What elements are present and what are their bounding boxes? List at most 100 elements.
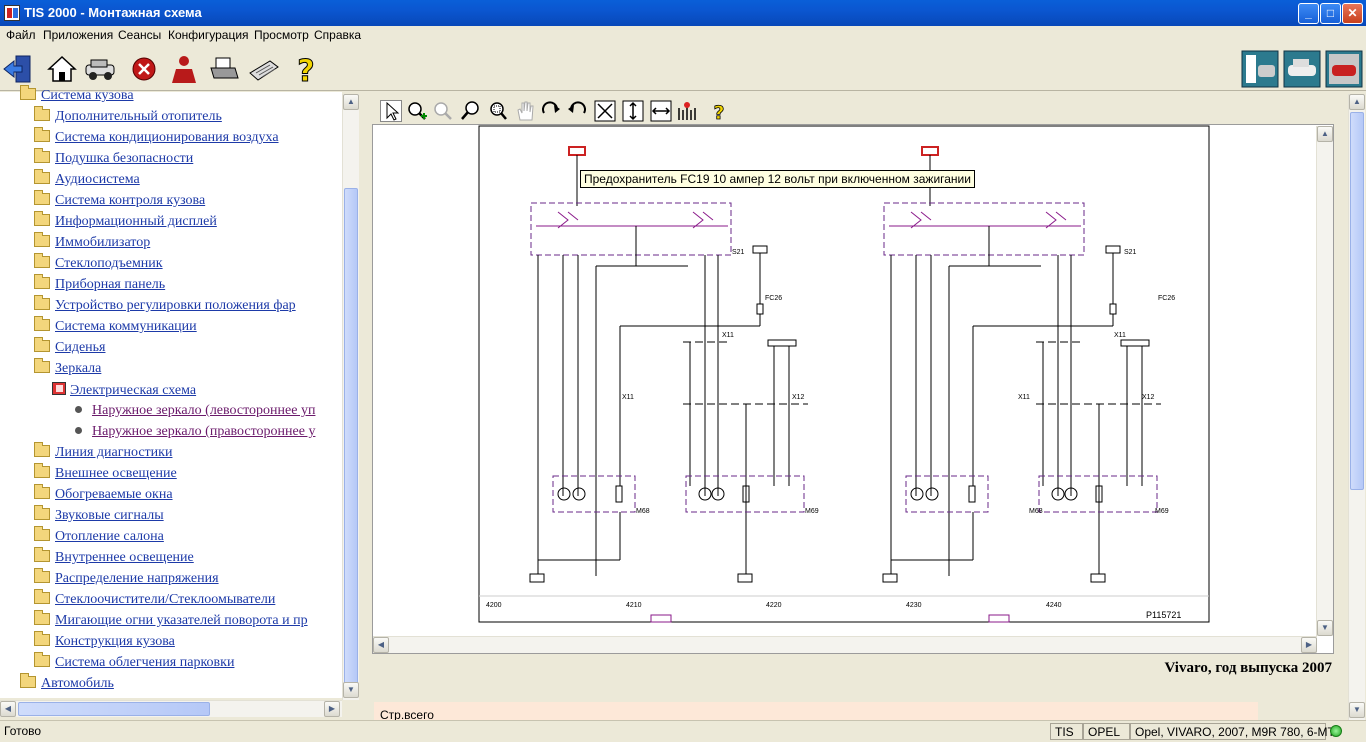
tree-item-category[interactable]: Внешнее освещение bbox=[34, 463, 177, 486]
menu-view[interactable]: Просмотр bbox=[254, 28, 309, 42]
help-icon[interactable]: ? bbox=[290, 53, 322, 90]
diagram-scroll-down-button[interactable]: ▼ bbox=[1317, 620, 1333, 636]
fuse-fc19-highlight[interactable] bbox=[568, 146, 586, 156]
minimize-button[interactable]: _ bbox=[1298, 3, 1319, 24]
tree-item-label[interactable]: Звуковые сигналы bbox=[55, 508, 164, 523]
tree-item-label[interactable]: Система облегчения парковки bbox=[55, 655, 235, 670]
tree-item-label[interactable]: Стеклоочистители/Стеклоомыватели bbox=[55, 592, 276, 607]
diagram-scroll-up-button[interactable]: ▲ bbox=[1317, 126, 1333, 142]
tree-scroll-left-button[interactable]: ◀ bbox=[0, 701, 16, 717]
tree-vertical-scrollbar[interactable]: ▲ ▼ bbox=[342, 94, 359, 700]
maximize-button[interactable]: □ bbox=[1320, 3, 1341, 24]
menu-applications[interactable]: Приложения bbox=[43, 28, 114, 42]
tree-item-label[interactable]: Подушка безопасности bbox=[55, 151, 194, 166]
tree-item-label[interactable]: Приборная панель bbox=[55, 277, 166, 292]
tree-item-category[interactable]: Стеклоподъемник bbox=[34, 253, 163, 276]
fit-width-icon[interactable] bbox=[650, 100, 672, 122]
zoom-icon[interactable] bbox=[460, 100, 482, 122]
tree-item-category[interactable]: Конструкция кузова bbox=[34, 631, 175, 654]
tree-item-label[interactable]: Стеклоподъемник bbox=[55, 256, 163, 271]
diagram-scroll-left-button[interactable]: ◀ bbox=[373, 637, 389, 653]
tree-item-label[interactable]: Наружное зеркало (правостороннее у bbox=[92, 424, 316, 439]
tree-item-category[interactable]: Информационный дисплей bbox=[34, 211, 217, 234]
pointer-tool-icon[interactable] bbox=[380, 100, 402, 122]
rotate-left-icon[interactable] bbox=[566, 100, 588, 122]
menu-file[interactable]: Файл bbox=[6, 28, 36, 42]
tree-item-label[interactable]: Иммобилизатор bbox=[55, 235, 151, 250]
tree-horizontal-scrollbar[interactable]: ◀ ▶ bbox=[0, 700, 342, 717]
tree-item-category[interactable]: Распределение напряжения bbox=[34, 568, 219, 591]
tree-item-label[interactable]: Отопление салона bbox=[55, 529, 164, 544]
fit-height-icon[interactable] bbox=[622, 100, 644, 122]
menu-sessions[interactable]: Сеансы bbox=[118, 28, 162, 42]
tree-item-label[interactable]: Электрическая схема bbox=[70, 383, 197, 398]
tree-scroll-right-button[interactable]: ▶ bbox=[324, 701, 340, 717]
tree-item-label[interactable]: Мигающие огни указателей поворота и пр bbox=[55, 613, 308, 628]
tree-scroll-thumb[interactable] bbox=[344, 188, 358, 684]
user-icon[interactable] bbox=[168, 53, 200, 85]
tree-item-label[interactable]: Внешнее освещение bbox=[55, 466, 177, 481]
tree-item-label[interactable]: Устройство регулировки положения фар bbox=[55, 298, 296, 313]
tree-item-category[interactable]: Приборная панель bbox=[34, 274, 166, 297]
diagram-vertical-scrollbar[interactable]: ▲ ▼ bbox=[1316, 126, 1333, 636]
tree-item-label[interactable]: Аудиосистема bbox=[55, 172, 140, 187]
highlight-circuit-icon[interactable] bbox=[676, 100, 698, 122]
tree-item-label[interactable]: Обогреваемые окна bbox=[55, 487, 173, 502]
tree-item-mirror-diagram[interactable]: Наружное зеркало (левостороннее уп bbox=[72, 403, 315, 423]
tree-item-label[interactable]: Линия диагностики bbox=[55, 445, 173, 460]
panel-splitter[interactable] bbox=[360, 92, 368, 720]
tree-item-label[interactable]: Автомобиль bbox=[41, 676, 114, 691]
vehicle-icon[interactable] bbox=[84, 53, 116, 85]
stop-icon[interactable] bbox=[128, 53, 160, 85]
diagram-scroll-right-button[interactable]: ▶ bbox=[1301, 637, 1317, 653]
content-scroll-thumb[interactable] bbox=[1350, 112, 1364, 490]
zoom-area-icon[interactable] bbox=[486, 100, 508, 122]
car-photo-icon[interactable] bbox=[1325, 50, 1363, 88]
tree-item-category[interactable]: Внутреннее освещение bbox=[34, 547, 194, 570]
pan-hand-icon[interactable] bbox=[514, 100, 536, 122]
print-icon[interactable] bbox=[208, 53, 240, 85]
tree-item-category[interactable]: Система коммуникации bbox=[34, 316, 197, 339]
tree-item-category[interactable]: Звуковые сигналы bbox=[34, 505, 164, 528]
tree-item-label[interactable]: Система кузова bbox=[41, 88, 134, 103]
zoom-out-icon[interactable] bbox=[432, 100, 454, 122]
tree-item-label[interactable]: Внутреннее освещение bbox=[55, 550, 194, 565]
fit-all-icon[interactable] bbox=[594, 100, 616, 122]
tree-item-category[interactable]: Зеркала bbox=[34, 358, 102, 381]
tree-hscroll-thumb[interactable] bbox=[18, 702, 210, 716]
tree-item-category[interactable]: Аудиосистема bbox=[34, 169, 140, 192]
tree-item-label[interactable]: Система коммуникации bbox=[55, 319, 197, 334]
menu-help[interactable]: Справка bbox=[314, 28, 362, 42]
content-scroll-up-button[interactable]: ▲ bbox=[1349, 94, 1365, 110]
diagnostics-icon[interactable] bbox=[1241, 50, 1279, 88]
rotate-right-icon[interactable] bbox=[540, 100, 562, 122]
tree-item-label[interactable]: Система кондиционирования воздуха bbox=[55, 130, 279, 145]
tree-item-category[interactable]: Иммобилизатор bbox=[34, 232, 151, 255]
content-scroll-down-button[interactable]: ▼ bbox=[1349, 702, 1365, 718]
tree-scroll-down-button[interactable]: ▼ bbox=[343, 682, 359, 698]
tree-item-label[interactable]: Система контроля кузова bbox=[55, 193, 206, 208]
exit-icon[interactable] bbox=[2, 53, 34, 85]
car-info-icon[interactable] bbox=[1283, 50, 1321, 88]
tree-item-body-system[interactable]: Система кузова bbox=[20, 85, 134, 108]
tree-item-category[interactable]: Подушка безопасности bbox=[34, 148, 194, 171]
diagram-help-icon[interactable]: ? bbox=[708, 100, 730, 125]
home-icon[interactable] bbox=[46, 53, 78, 85]
tree-item-label[interactable]: Зеркала bbox=[55, 361, 102, 376]
tree-scroll-up-button[interactable]: ▲ bbox=[343, 94, 359, 110]
menu-configuration[interactable]: Конфигурация bbox=[168, 28, 249, 42]
keyboard-icon[interactable] bbox=[248, 53, 280, 85]
tree-item-label[interactable]: Сиденья bbox=[55, 340, 106, 355]
tree-item-category[interactable]: Линия диагностики bbox=[34, 442, 173, 465]
tree-item-category[interactable]: Система кондиционирования воздуха bbox=[34, 127, 279, 150]
tree-item-label[interactable]: Конструкция кузова bbox=[55, 634, 175, 649]
tree-item-category[interactable]: Система облегчения парковки bbox=[34, 652, 235, 675]
tree-item-mirror-diagram[interactable]: Наружное зеркало (правостороннее у bbox=[72, 424, 315, 444]
tree-item-vehicle[interactable]: Автомобиль bbox=[20, 673, 114, 696]
tree-item-category[interactable]: Система контроля кузова bbox=[34, 190, 206, 213]
tree-item-category[interactable]: Дополнительный отопитель bbox=[34, 106, 222, 129]
tree-item-label[interactable]: Наружное зеркало (левостороннее уп bbox=[92, 403, 316, 418]
tree-item-electric-scheme[interactable]: Электрическая схема bbox=[52, 382, 196, 402]
tree-item-category[interactable]: Сиденья bbox=[34, 337, 106, 360]
tree-item-label[interactable]: Распределение напряжения bbox=[55, 571, 219, 586]
